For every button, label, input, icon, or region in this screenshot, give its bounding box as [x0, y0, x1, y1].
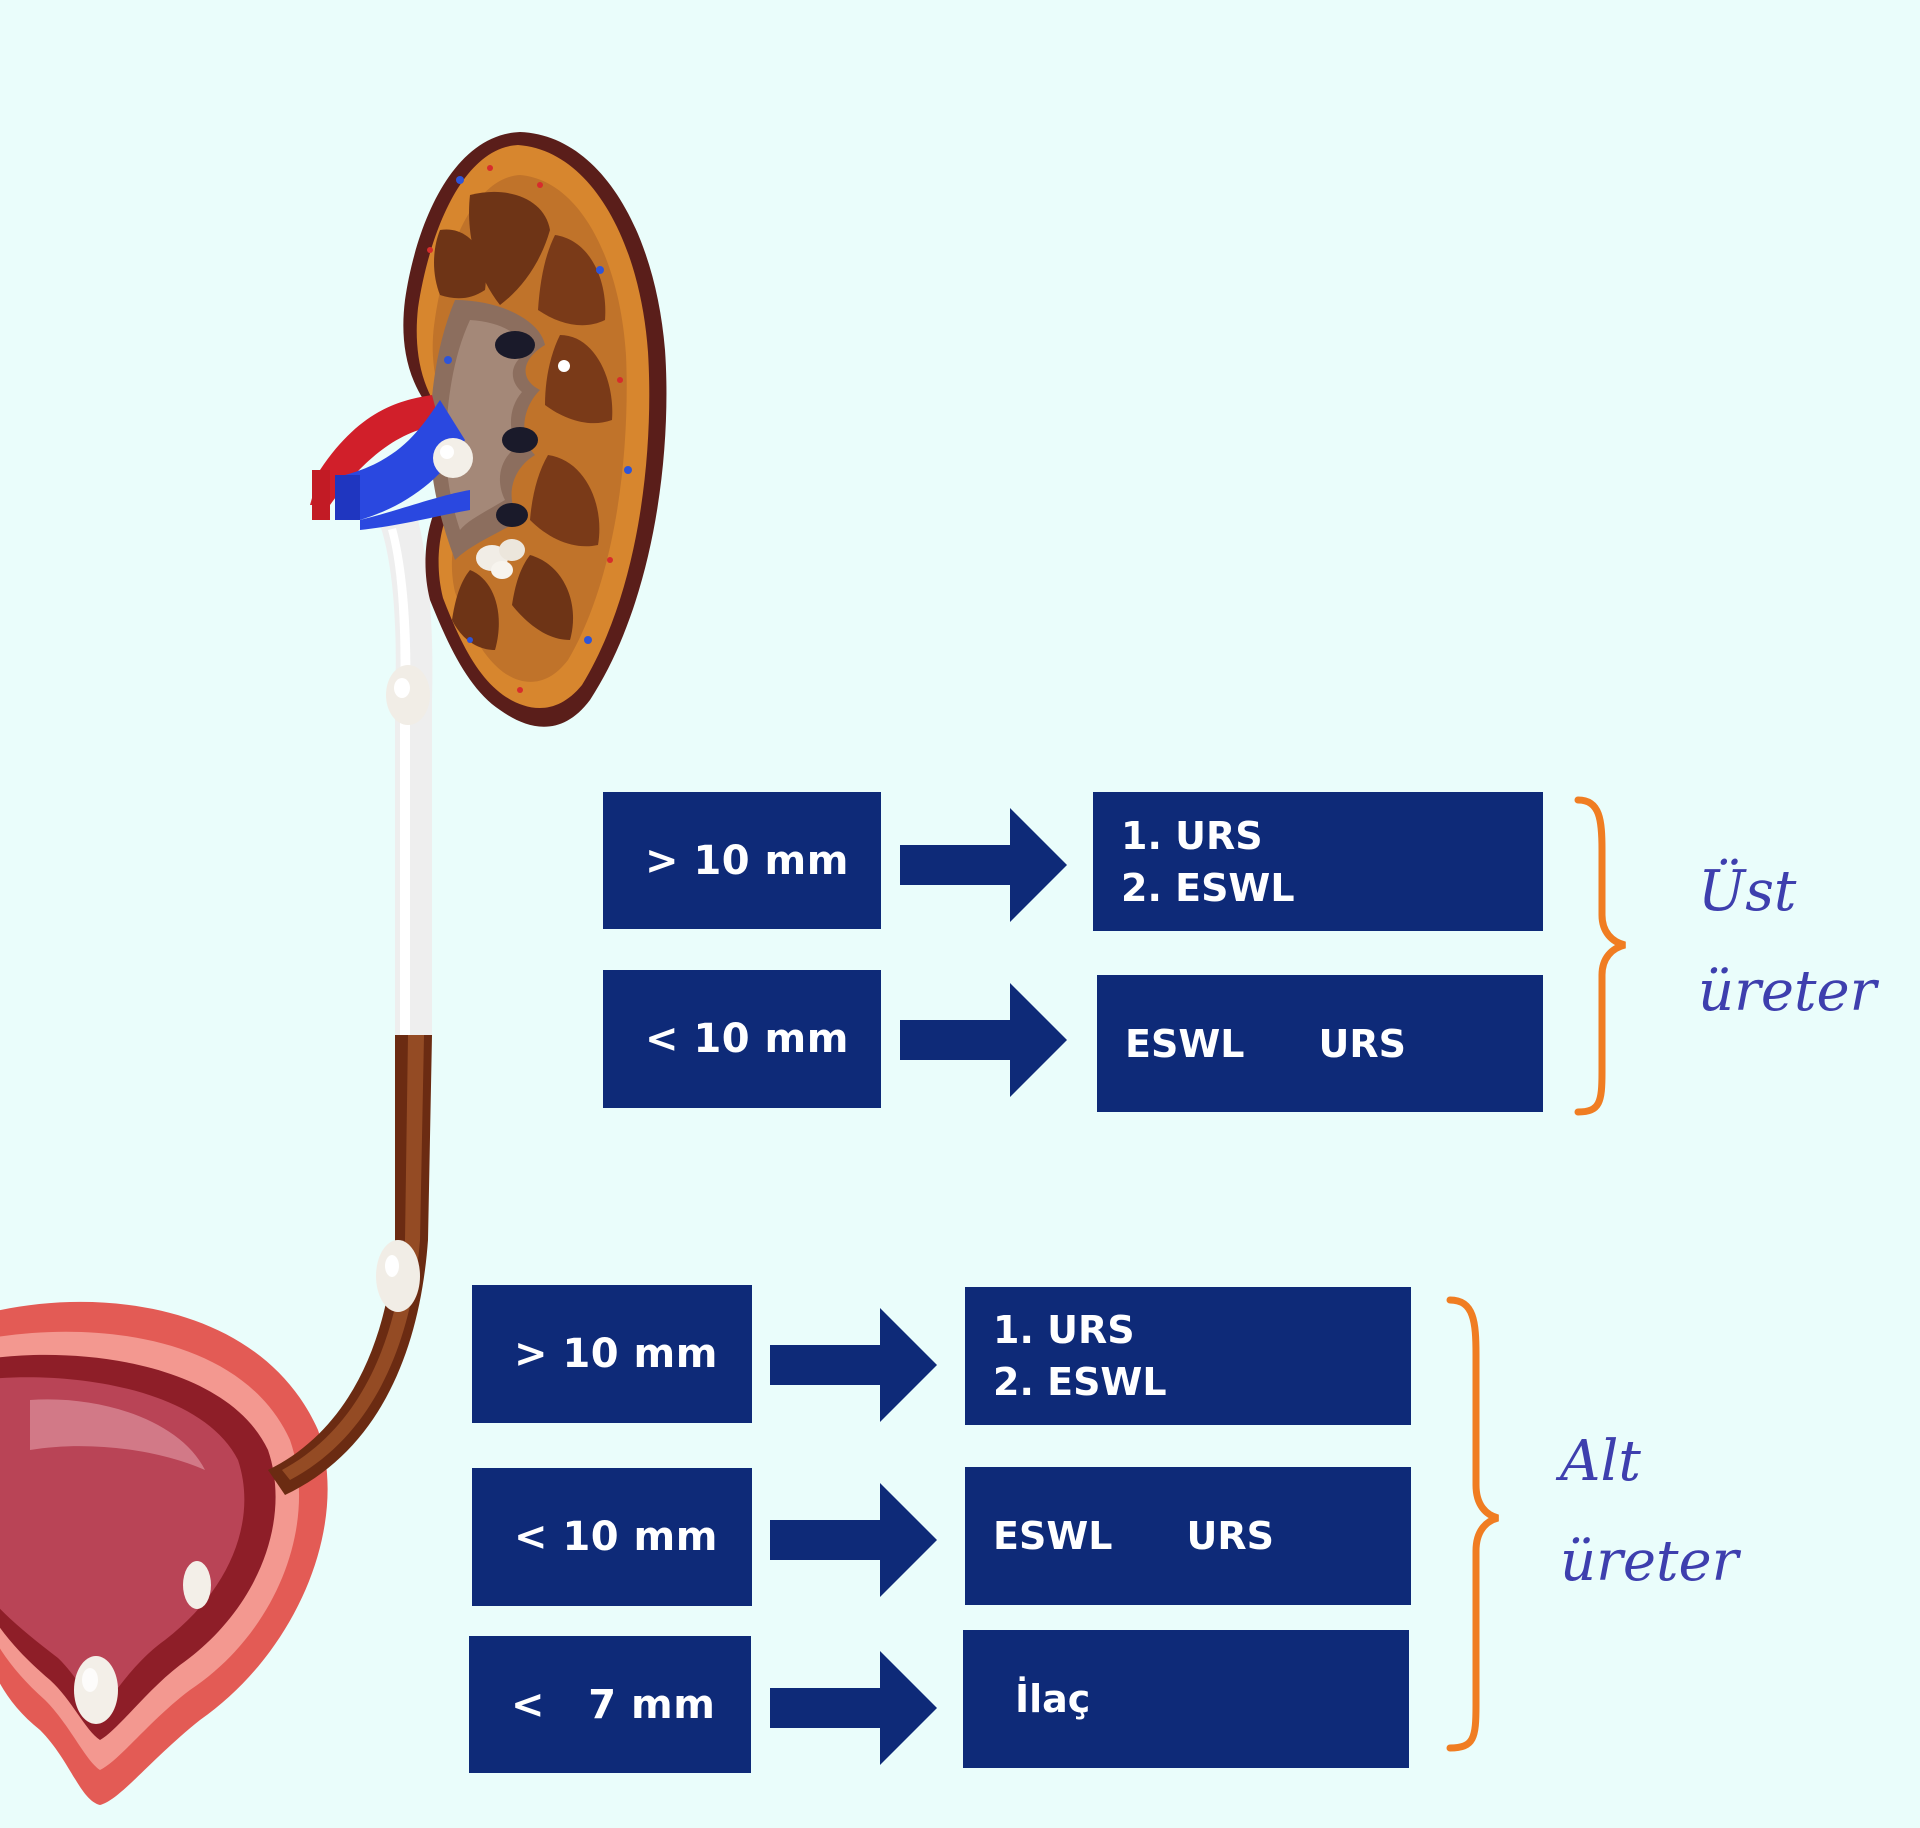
- upper-size-box-gt10: > 10 mm: [603, 792, 881, 929]
- right-arrow-icon: [900, 983, 1067, 1097]
- treatment-option: ESWL: [993, 1514, 1113, 1558]
- treatment-option: URS: [1186, 1514, 1274, 1558]
- lower-treatment-box-3: İlaç: [963, 1630, 1409, 1768]
- kidney: [403, 132, 667, 727]
- size-label: > 10 mm: [645, 837, 849, 884]
- lower-treatment-box-2: ESWL URS: [965, 1467, 1411, 1605]
- treatment-line: 1. URS: [993, 1308, 1135, 1352]
- right-arrow-icon: [770, 1651, 937, 1765]
- treatment-line: 2. ESWL: [993, 1360, 1167, 1404]
- treatment-option: URS: [1318, 1021, 1406, 1066]
- lower-treatment-box-1: 1. URS 2. ESWL: [965, 1287, 1411, 1425]
- treatment-line: 1. URS: [1121, 813, 1263, 858]
- treatment-line: 2. ESWL: [1121, 865, 1295, 910]
- upper-group-label: Üst üreter: [1698, 842, 1876, 1042]
- lower-size-box-gt10: > 10 mm: [472, 1285, 752, 1423]
- lower-brace: [1446, 1296, 1500, 1752]
- upper-treatment-box-2: ESWL URS: [1097, 975, 1543, 1112]
- right-arrow-icon: [770, 1483, 937, 1597]
- ureter: [268, 520, 433, 1495]
- group-label-line: Alt: [1560, 1429, 1641, 1494]
- size-label: < 10 mm: [514, 1514, 718, 1560]
- bladder: [0, 1301, 328, 1805]
- size-label: > 10 mm: [514, 1331, 718, 1377]
- lower-group-label: Alt üreter: [1560, 1412, 1738, 1612]
- group-label-line: üreter: [1698, 959, 1877, 1024]
- size-label: < 7 mm: [511, 1681, 716, 1728]
- group-label-line: üreter: [1560, 1529, 1739, 1594]
- upper-size-box-lt10: < 10 mm: [603, 970, 881, 1108]
- size-label: < 10 mm: [645, 1016, 849, 1062]
- lower-size-box-lt10: < 10 mm: [472, 1468, 752, 1606]
- treatment-line: İlaç: [1015, 1677, 1091, 1721]
- upper-brace: [1574, 796, 1626, 1116]
- treatment-option: ESWL: [1125, 1021, 1245, 1066]
- right-arrow-icon: [900, 808, 1067, 922]
- lower-size-box-lt7: < 7 mm: [469, 1636, 751, 1773]
- group-label-line: Üst: [1698, 859, 1797, 924]
- renal-vessels: [310, 395, 473, 530]
- upper-treatment-box-1: 1. URS 2. ESWL: [1093, 792, 1543, 931]
- right-arrow-icon: [770, 1308, 937, 1422]
